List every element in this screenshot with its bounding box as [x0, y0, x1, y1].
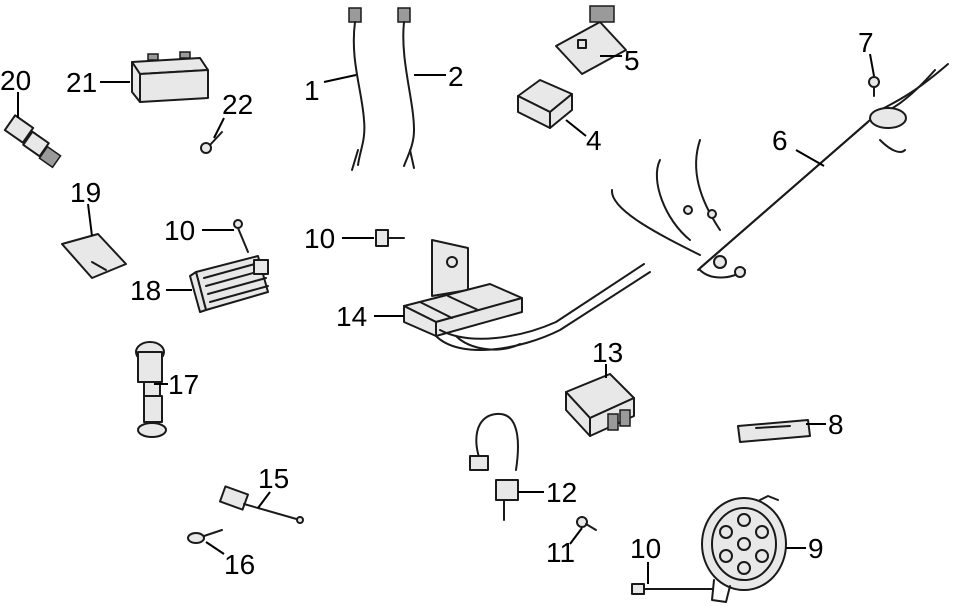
connector-clip-part	[737, 419, 811, 443]
label-2: 2	[448, 61, 464, 92]
leader-1	[323, 74, 357, 83]
label-10b: 10	[304, 223, 335, 254]
leader-15	[257, 491, 271, 509]
leader-4	[565, 119, 587, 137]
cover-plate-part	[61, 233, 127, 279]
wire-lead-1-part	[348, 7, 366, 171]
label-7: 7	[858, 27, 874, 58]
label-21: 21	[66, 67, 97, 98]
label-22: 22	[222, 89, 253, 120]
label-1: 1	[304, 75, 320, 106]
label-6: 6	[772, 125, 788, 156]
bolt-10a-part	[233, 219, 249, 253]
leader-22	[213, 117, 225, 139]
small-bolt-part	[200, 131, 223, 154]
battery-part	[131, 51, 209, 103]
label-20: 20	[0, 65, 31, 96]
relay-13-part	[565, 373, 635, 437]
wiring-harness-part	[610, 63, 949, 279]
screw-7-part	[868, 76, 880, 97]
relay-block-part	[517, 79, 573, 129]
leader-7	[869, 53, 875, 77]
leader-16	[205, 541, 225, 555]
label-14: 14	[336, 301, 367, 332]
ignition-switch-part	[135, 341, 167, 438]
bulb-socket-part	[218, 485, 304, 524]
label-10c: 10	[630, 533, 661, 564]
label-10a: 10	[164, 215, 195, 246]
label-16: 16	[224, 549, 255, 580]
lead-10c-part	[631, 583, 713, 595]
bolt-10b-part	[375, 229, 405, 247]
leader-19	[87, 203, 93, 237]
leader-6	[795, 149, 825, 167]
regulator-part	[189, 255, 269, 313]
sensor-12-part	[469, 412, 519, 521]
screw-11-part	[576, 516, 597, 531]
label-9: 9	[808, 533, 824, 564]
label-5: 5	[624, 45, 640, 76]
wire-lead-2-part	[397, 7, 415, 169]
horn-part	[701, 495, 787, 603]
label-13: 13	[592, 337, 623, 368]
label-11: 11	[546, 537, 575, 568]
label-19: 19	[70, 177, 101, 208]
label-17: 17	[168, 369, 199, 400]
control-module-part	[555, 5, 627, 75]
label-4: 4	[586, 125, 602, 156]
label-8: 8	[828, 409, 844, 440]
connector-box-part	[403, 239, 651, 352]
label-18: 18	[130, 275, 161, 306]
leader-11	[569, 527, 583, 545]
label-15: 15	[258, 463, 289, 494]
label-12: 12	[546, 477, 577, 508]
fuse-holder-part	[3, 114, 62, 169]
small-bulb-part	[187, 529, 223, 544]
